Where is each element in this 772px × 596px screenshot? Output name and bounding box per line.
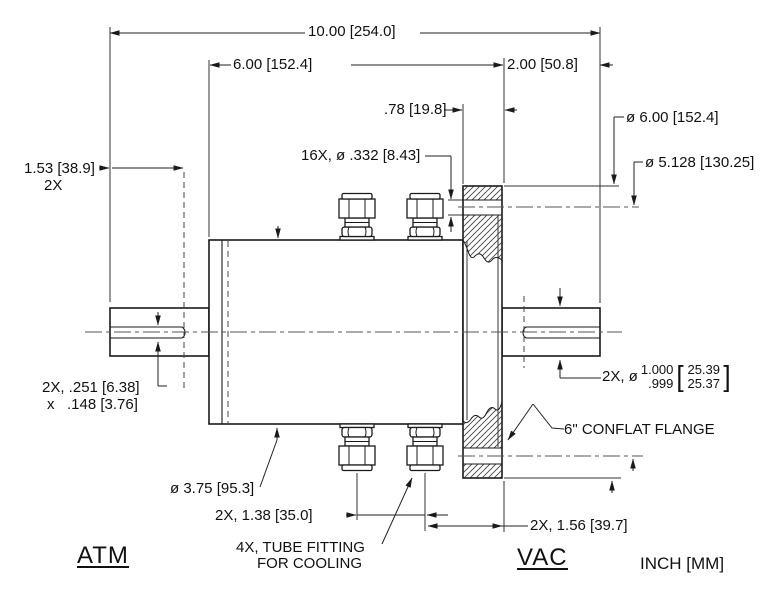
dim-flange-to-end: 2.00 [50.8] [507,56,578,73]
dim-keyway-depth: x .148 [3.76] [47,396,138,413]
dim-overall-length: 10.00 [254.0] [308,23,396,40]
dim-body-length: 6.00 [152.4] [233,56,313,73]
flange-section-hatch [462,401,503,449]
dim-fitting-spacing: 2X, 1.38 [35.0] [215,507,313,524]
dim-flange-thickness: .78 [19.8] [384,101,447,118]
dim-flange-od: ø 6.00 [152.4] [626,109,719,126]
note-tube-fitting-line1: 4X, TUBE FITTING [236,539,365,556]
tube-fitting-leader [381,477,413,545]
bracket-open: [ [676,360,685,393]
conflat-leader [507,403,534,441]
shaft-dim-mm-stack: 25.39 25.37 [687,363,720,390]
label-units: INCH [MM] [640,554,725,573]
flange-section-hatch [462,185,503,201]
centerlines [85,172,643,457]
tube-fitting-bottom-left [338,423,376,472]
dim-body-od: ø 3.75 [95.3] [170,480,255,497]
shaft-dim-inch-stack: 1.000 .999 [641,363,674,390]
shaft-dim-mm-upper: 25.39 [687,362,721,377]
note-tube-fitting-line2: FOR COOLING [257,555,363,572]
dim-keyway-length-qty: 2X [44,177,63,194]
dimension-arrows [99,30,637,545]
shaft-dim-inch-lower: .999 [648,375,674,391]
dim-bolt-circle: ø 5.128 [130.25] [645,154,755,171]
tube-fitting-bottom-right [406,423,444,472]
flange-section-hatch [462,463,503,479]
dim-bolt-holes: 16X, ø .332 [8.43] [301,147,421,164]
main-body [208,239,464,425]
dim-shaft-diameter: 2X, ø 1.000 .999 [ 25.39 25.37 ] [602,360,731,393]
flange-section-hatch [462,214,503,263]
label-vac-side: VAC [517,544,568,571]
note-conflat-flange: 6" CONFLAT FLANGE [564,421,715,438]
shaft-dim-mm-lower: 25.37 [687,375,721,391]
dim-fitting-to-flange: 2X, 1.56 [39.7] [530,517,628,534]
dim-keyway-length: 1.53 [38.9] [24,160,95,177]
extension-lines [109,27,621,532]
tube-fitting-top-left [338,192,376,241]
tube-fitting-top-right [406,192,444,241]
dimension-lines [158,116,643,527]
shaft-dim-inch-upper: 1.000 [640,362,674,377]
shaft-dim-prefix: 2X, ø [602,367,638,385]
label-atm-side: ATM [77,542,129,569]
dim-keyway-width: 2X, .251 [6.38] [42,379,140,396]
bracket-close: ] [723,360,731,393]
